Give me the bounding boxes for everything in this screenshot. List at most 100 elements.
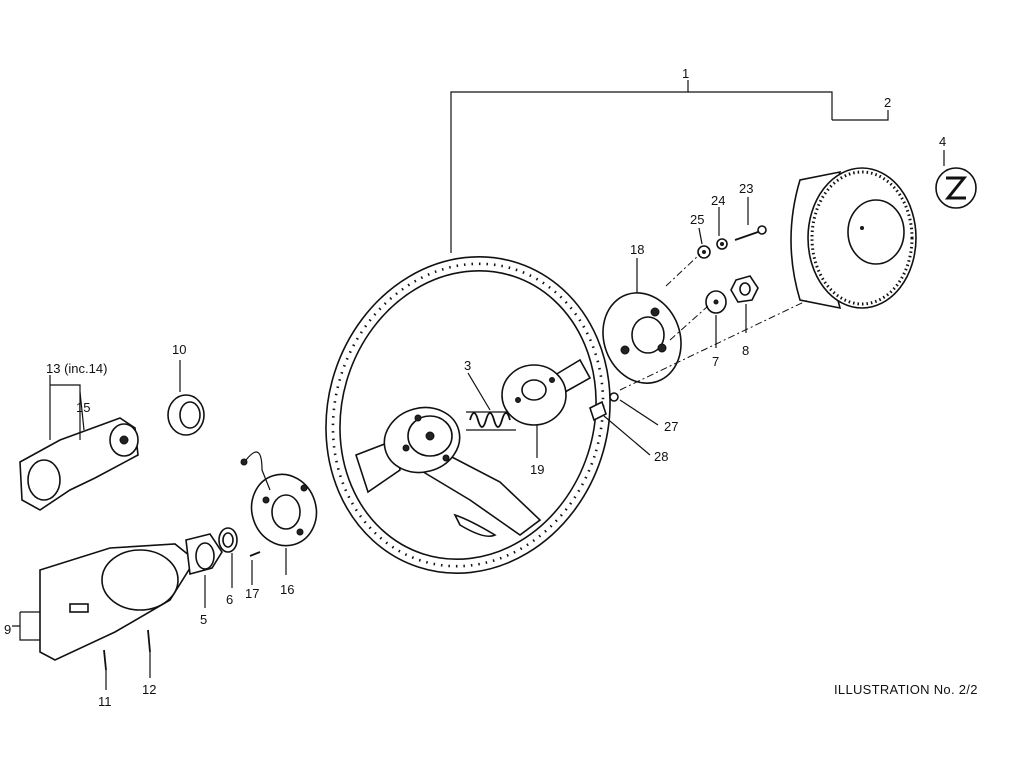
callout-12: 12: [142, 682, 156, 697]
bracket-lines: [450, 80, 889, 253]
callout-23: 23: [739, 181, 753, 196]
adaptor-hole-a: [620, 345, 630, 355]
ring-10-inner: [179, 401, 201, 429]
cover-9-opening: [101, 549, 179, 611]
centerline-pad: [619, 299, 809, 391]
ring-10-outer: [167, 394, 205, 436]
plate-19-hole-b: [549, 377, 555, 383]
bushing-5: [185, 533, 223, 576]
plate-16-pin-b: [300, 484, 308, 492]
centerline-25: [665, 253, 701, 287]
hub-bore: [425, 431, 435, 441]
callout-11: 11: [98, 694, 112, 709]
leader-15: [79, 391, 85, 431]
spoke-slot: [453, 513, 497, 538]
callout-25: 25: [690, 212, 704, 227]
plate-16: [250, 473, 318, 547]
callout-5: 5: [200, 612, 207, 627]
steering-wheel: [325, 256, 611, 574]
centerline-7: [669, 305, 709, 341]
callout-17: 17: [245, 586, 259, 601]
callout-27: 27: [664, 419, 678, 434]
emblem-z-icon: [944, 176, 968, 200]
leader-27: [619, 399, 659, 426]
wheel-rim-inner: [339, 269, 597, 561]
callout-1: 1: [682, 66, 689, 81]
wheel-rim-outer: [325, 256, 611, 574]
bracket-2: [832, 110, 889, 121]
washer-6: [218, 527, 238, 553]
nut-8-bore: [739, 282, 751, 296]
callout-28: 28: [654, 449, 668, 464]
leader-9: [12, 611, 40, 641]
bracket-1-right: [688, 91, 833, 120]
horn-pad: [619, 167, 917, 391]
horn-pad-recess: [847, 199, 905, 265]
leader-13: [49, 375, 81, 440]
hub-bolt-b: [442, 454, 450, 462]
spoke-left: [355, 438, 401, 494]
adaptor-hole-b: [657, 343, 667, 353]
nut-8: [730, 275, 759, 303]
plate-16-wire: [245, 451, 271, 491]
callout-9: 9: [4, 622, 11, 637]
plate-19-hole-a: [515, 397, 521, 403]
bushing-5-bore: [195, 542, 215, 570]
illustration-caption: ILLUSTRATION No. 2/2: [834, 682, 978, 697]
callout-16: 16: [280, 582, 294, 597]
part-28: [589, 400, 607, 422]
callout-2: 2: [884, 95, 891, 110]
callout-3: 3: [464, 358, 471, 373]
bracket-1-left: [450, 80, 689, 253]
horn-emblem: [935, 150, 977, 209]
screw-11: [103, 649, 107, 671]
screw-23-shank: [734, 231, 759, 241]
hub-adaptor: [602, 258, 682, 384]
column-cover: [12, 543, 197, 661]
screw-17: [249, 551, 261, 557]
cancel-parts: [103, 451, 318, 690]
column-assembly: [19, 375, 139, 511]
callout-13: 13 (inc.14): [46, 361, 107, 376]
horn-pad-knurl: [810, 170, 914, 306]
screw-12: [147, 629, 151, 653]
column-bore: [119, 435, 129, 445]
plate-16-pin-c: [296, 528, 304, 536]
callout-6: 6: [226, 592, 233, 607]
spring-coils: [469, 412, 511, 428]
adaptor-18-center: [631, 316, 665, 354]
callout-8: 8: [742, 343, 749, 358]
callout-15: 15: [76, 400, 90, 415]
callout-24: 24: [711, 193, 725, 208]
screw-23-head: [757, 225, 767, 235]
horn-spring: [466, 372, 516, 431]
callout-18: 18: [630, 242, 644, 257]
contact-plate: [501, 364, 567, 458]
spoke-right: [554, 358, 592, 393]
callout-4: 4: [939, 134, 946, 149]
leader-25: [698, 227, 703, 245]
plate-16-pin-a: [262, 496, 270, 504]
part-27: [609, 392, 619, 402]
column-clamp: [27, 459, 61, 501]
horn-pad-dot: [860, 226, 864, 230]
plate-19-center: [521, 379, 547, 401]
hub-bolt-a: [402, 444, 410, 452]
spoke-bottom: [419, 454, 542, 536]
plate-16-terminal: [240, 458, 248, 466]
hub-bolt-c: [414, 414, 422, 422]
fasteners: [589, 197, 767, 456]
callout-10: 10: [172, 342, 186, 357]
wheel-rim-holes: [331, 262, 605, 568]
collar-ring: [167, 360, 205, 436]
washer-25-hole: [702, 250, 706, 254]
callout-19: 19: [530, 462, 544, 477]
cover-9-tab: [69, 603, 89, 613]
adaptor-hole-c: [650, 307, 660, 317]
column-body-13: [19, 417, 139, 511]
leader-3: [467, 372, 491, 411]
washer-6-hole: [222, 532, 234, 548]
callout-7: 7: [712, 354, 719, 369]
